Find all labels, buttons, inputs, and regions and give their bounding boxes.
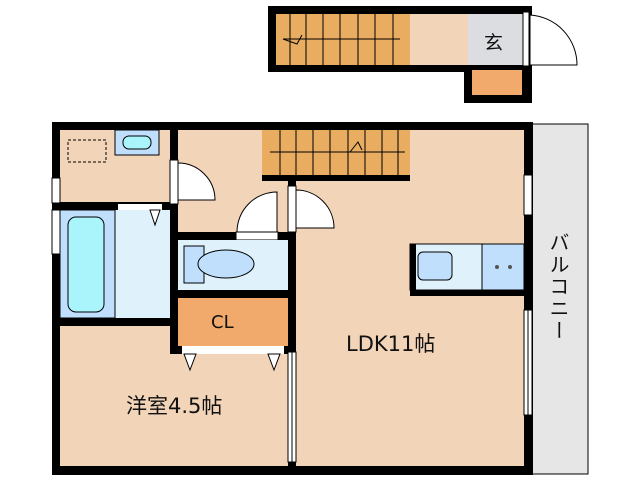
- entrance-label: 玄: [484, 32, 504, 54]
- balcony: [531, 123, 589, 475]
- entrance-door: [529, 14, 578, 66]
- closet-label: CL: [211, 312, 234, 333]
- entrance-block: [268, 6, 578, 103]
- upper-hall: [410, 14, 468, 65]
- balcony-label: バルコニー: [546, 232, 570, 342]
- toilet-door: [236, 191, 278, 233]
- bathtub: [67, 216, 105, 313]
- western-room-label: 洋室4.5帖: [126, 394, 223, 418]
- stove-burner: [508, 265, 512, 269]
- kitchen-sink: [417, 251, 453, 281]
- shoe-storage: [472, 70, 522, 95]
- wash-basin: [114, 129, 160, 156]
- closet: [178, 298, 288, 346]
- entrance-area: [468, 14, 523, 65]
- toilet: [197, 249, 255, 279]
- stove-burner: [495, 265, 499, 269]
- ldk-door: [295, 189, 335, 229]
- washroom-door: [177, 162, 216, 201]
- ldk-label: LDK11帖: [346, 332, 436, 356]
